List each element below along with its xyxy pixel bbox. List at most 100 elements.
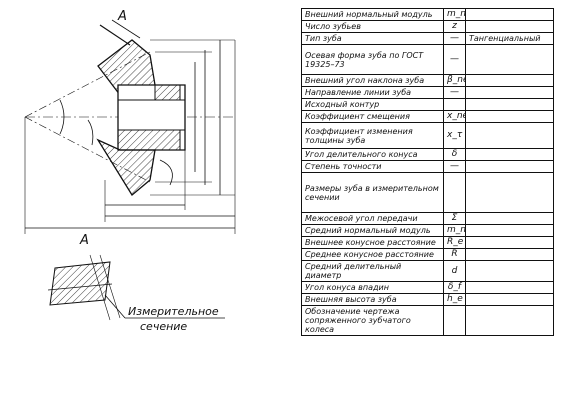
parameter-name: Средний делительный диаметр bbox=[301, 260, 444, 282]
parameter-value bbox=[465, 86, 554, 99]
measuring-section-sketch bbox=[49, 261, 111, 306]
parameter-symbol: d bbox=[443, 260, 466, 282]
parameter-value bbox=[465, 305, 554, 336]
parameter-name: Внешнее конусное расстояние bbox=[301, 236, 444, 249]
parameter-value bbox=[465, 44, 554, 75]
parameter-name: Размеры зуба в измерительном сечении bbox=[301, 172, 444, 213]
parameter-name: Угол конуса впадин bbox=[301, 281, 444, 294]
table-row: Исходный контур bbox=[301, 98, 554, 111]
parameter-name: Средний нормальный модуль bbox=[301, 224, 444, 237]
angle-arc-delta bbox=[59, 99, 65, 135]
parameter-symbol: δ_f bbox=[443, 281, 466, 294]
parameter-value bbox=[465, 281, 554, 294]
parameter-value bbox=[465, 74, 554, 87]
measuring-section-line-3 bbox=[99, 254, 121, 319]
label-A-top: A bbox=[117, 9, 127, 24]
parameter-symbol: x_ne bbox=[443, 110, 466, 123]
parameter-symbol: Σ bbox=[443, 212, 466, 225]
angle-arc-bottom bbox=[159, 159, 173, 186]
parameter-name: Коэффициент смещения bbox=[301, 110, 444, 123]
parameter-symbol: — bbox=[443, 32, 466, 45]
parameter-symbol: R bbox=[443, 248, 466, 261]
section-A-leader bbox=[99, 24, 131, 46]
parameter-name: Межосевой угол передачи bbox=[301, 212, 444, 225]
parameter-value bbox=[465, 110, 554, 123]
label-A-bottom: A bbox=[79, 233, 89, 248]
parameter-name: Направление линии зуба bbox=[301, 86, 444, 99]
parameter-value bbox=[465, 20, 554, 33]
table-row: Степень точности— bbox=[301, 160, 554, 173]
gear-tooth-section-top bbox=[97, 39, 156, 96]
parameter-name: Коэффициент изменения толщины зуба bbox=[301, 122, 444, 149]
angle-arc-left bbox=[87, 119, 94, 146]
parameter-value bbox=[465, 224, 554, 237]
parameter-name: Угол делительного конуса bbox=[301, 148, 444, 161]
parameter-symbol: m_ne bbox=[443, 8, 466, 21]
parameter-value: Тангенциальный bbox=[465, 32, 554, 45]
section-label-line1: Измерительное bbox=[128, 305, 219, 318]
parameter-name: Внешний нормальный модуль bbox=[301, 8, 444, 21]
parameter-symbol: x_τ bbox=[443, 122, 466, 149]
measuring-section-line-1 bbox=[47, 283, 113, 291]
gear-tooth-section-bottom bbox=[96, 138, 156, 196]
parameter-name: Обозначение чертежа сопряженного зубчато… bbox=[301, 305, 444, 336]
parameter-name: Тип зуба bbox=[301, 32, 444, 45]
parameter-value bbox=[465, 148, 554, 161]
section-A-arrow bbox=[111, 19, 141, 39]
parameter-symbol: h_e bbox=[443, 293, 466, 306]
parameter-value bbox=[465, 8, 554, 21]
parameter-value bbox=[465, 293, 554, 306]
parameter-symbol bbox=[443, 305, 466, 336]
parameter-symbol: δ bbox=[443, 148, 466, 161]
parameter-value bbox=[465, 212, 554, 225]
bevel-gear-drawing: A A Измерительное сечение bbox=[24, 9, 236, 333]
parameter-value bbox=[465, 160, 554, 173]
table-row: Направление линии зуба— bbox=[301, 86, 554, 99]
section-label-line2: сечение bbox=[140, 320, 187, 333]
gear-hub-hatch-top bbox=[154, 84, 181, 101]
parameter-symbol bbox=[443, 172, 466, 213]
measuring-section-leader bbox=[104, 294, 126, 319]
parameter-symbol: — bbox=[443, 44, 466, 75]
parameter-name: Среднее конусное расстояние bbox=[301, 248, 444, 261]
parameter-symbol: — bbox=[443, 86, 466, 99]
parameter-name: Исходный контур bbox=[301, 98, 444, 111]
parameter-symbol: z bbox=[443, 20, 466, 33]
gear-hub-hatch-bottom bbox=[117, 129, 181, 151]
measuring-section-line-2 bbox=[89, 254, 111, 321]
table-row: Тип зуба—Тангенциальный bbox=[301, 32, 554, 45]
parameter-value bbox=[465, 248, 554, 261]
parameter-symbol: — bbox=[443, 160, 466, 173]
parameter-symbol: β_ne bbox=[443, 74, 466, 87]
parameter-value bbox=[465, 122, 554, 149]
parameter-name: Число зубьев bbox=[301, 20, 444, 33]
parameter-value bbox=[465, 260, 554, 282]
table-row: Осевая форма зуба по ГОСТ 19325–73— bbox=[301, 44, 554, 75]
parameter-symbol: R_e bbox=[443, 236, 466, 249]
parameter-name: Осевая форма зуба по ГОСТ 19325–73 bbox=[301, 44, 444, 75]
parameter-symbol: m_n bbox=[443, 224, 466, 237]
parameter-value bbox=[465, 98, 554, 111]
parameter-symbol bbox=[443, 98, 466, 111]
parameter-name: Внешняя высота зуба bbox=[301, 293, 444, 306]
parameter-name: Степень точности bbox=[301, 160, 444, 173]
parameter-value bbox=[465, 236, 554, 249]
table-row: Размеры зуба в измерительном сечении bbox=[301, 172, 554, 213]
parameter-value bbox=[465, 172, 554, 213]
table-row: Обозначение чертежа сопряженного зубчато… bbox=[301, 305, 554, 336]
